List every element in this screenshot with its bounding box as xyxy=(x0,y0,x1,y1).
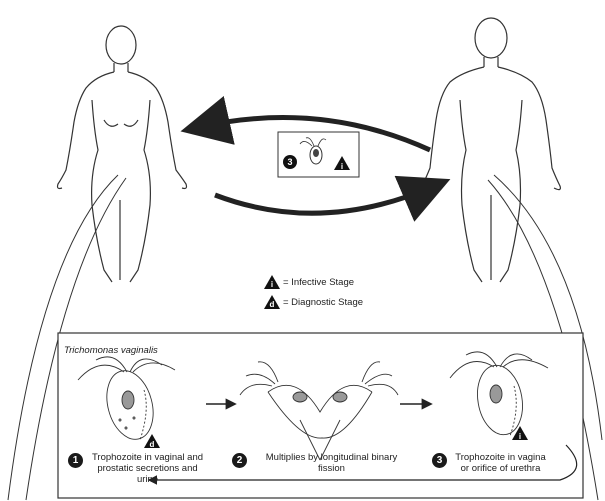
legend-diagnostic-label: = Diagnostic Stage xyxy=(283,297,363,308)
svg-text:i: i xyxy=(519,432,521,441)
step-2-caption: 2 Multiplies by longitudinal binary fiss… xyxy=(232,452,412,474)
center-inset xyxy=(278,132,359,177)
legend-infective: i = Infective Stage xyxy=(264,275,354,289)
step-1-label: Trophozoite in vaginal and prostatic sec… xyxy=(87,452,208,485)
svg-text:d: d xyxy=(270,300,275,309)
step-3-badge: 3 xyxy=(432,453,447,468)
svg-text:i: i xyxy=(271,280,273,289)
organism-title: Trichomonas vaginalis xyxy=(64,345,158,356)
male-figure xyxy=(422,18,561,282)
step-3-label: Trophozoite in vagina or orifice of uret… xyxy=(451,452,550,474)
legend-infective-label: = Infective Stage xyxy=(283,277,354,288)
step-2-label: Multiplies by longitudinal binary fissio… xyxy=(251,452,412,474)
svg-text:d: d xyxy=(150,440,155,449)
step-3-caption: 3 Trophozoite in vagina or orifice of ur… xyxy=(432,452,550,474)
arrow-female-to-male xyxy=(215,187,432,213)
female-figure xyxy=(58,26,187,282)
svg-text:i: i xyxy=(341,162,343,171)
step-1-caption: 1 Trophozoite in vaginal and prostatic s… xyxy=(68,452,208,485)
diagnostic-stage-icon: d xyxy=(264,295,280,309)
step-1-badge: 1 xyxy=(68,453,83,468)
infective-stage-icon: i xyxy=(264,275,280,289)
center-step-badge: 3 xyxy=(283,155,297,169)
svg-text:3: 3 xyxy=(287,157,292,167)
legend-diagnostic: d = Diagnostic Stage xyxy=(264,295,363,309)
step-2-badge: 2 xyxy=(232,453,247,468)
